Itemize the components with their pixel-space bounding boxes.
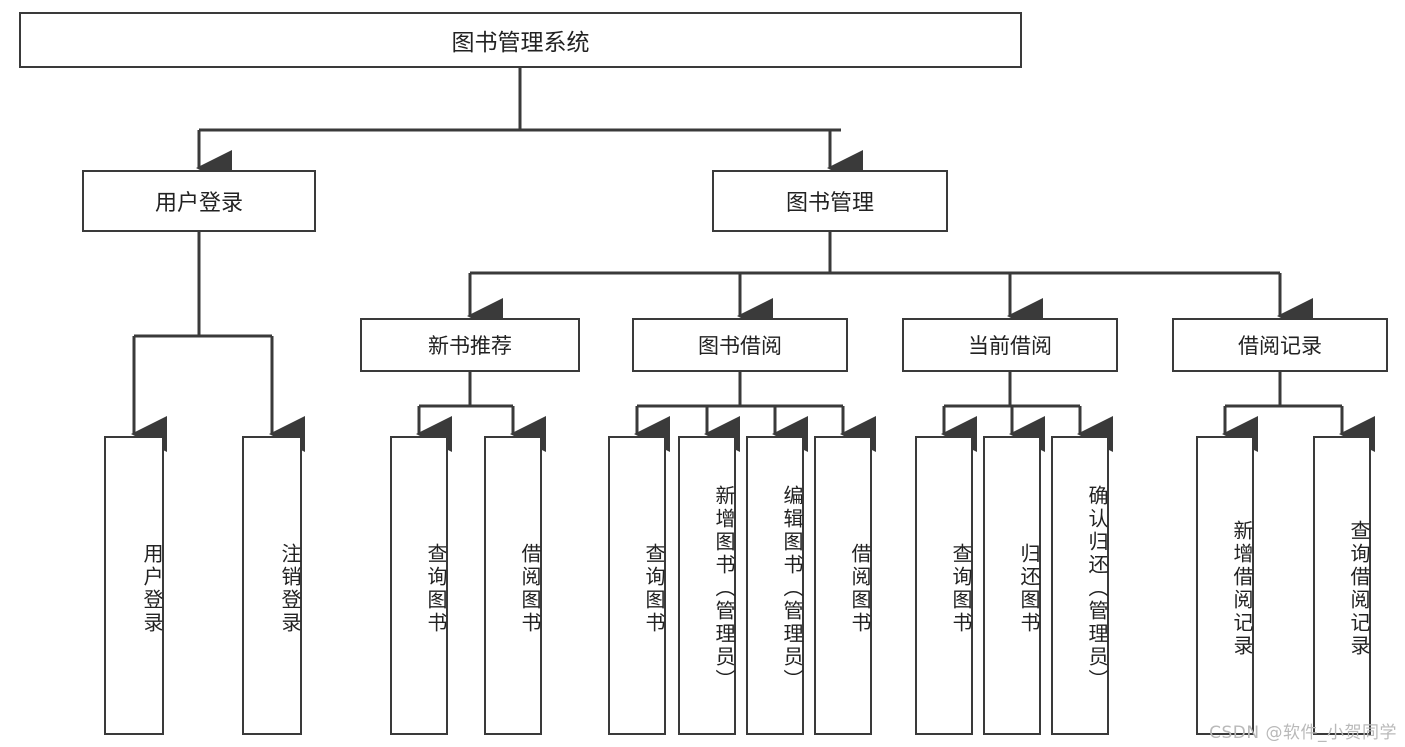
node-leaf-confirm-return[interactable]: 确认归还（管理员）	[1051, 436, 1109, 735]
node-book-manage-label: 图书管理	[785, 191, 874, 216]
node-new-book-rec-label: 新书推荐	[428, 334, 512, 358]
node-leaf-edit-book[interactable]: 编辑图书（管理员）	[746, 436, 804, 735]
node-new-book-rec[interactable]: 新书推荐	[360, 318, 580, 372]
node-book-manage[interactable]: 图书管理	[712, 170, 948, 232]
node-leaf-borrow-book-1[interactable]: 借阅图书	[484, 436, 542, 735]
node-leaf-return-book[interactable]: 归还图书	[983, 436, 1041, 735]
node-leaf-query-book-3[interactable]: 查询图书	[915, 436, 973, 735]
node-leaf-add-record[interactable]: 新增借阅记录	[1196, 436, 1254, 735]
node-current-borrow-label: 当前借阅	[968, 334, 1052, 358]
node-leaf-return-book-label: 归还图书	[1017, 542, 1041, 635]
node-leaf-add-book-label: 新增图书（管理员）	[712, 485, 736, 692]
node-current-borrow[interactable]: 当前借阅	[902, 318, 1118, 372]
node-root-label: 图书管理系统	[451, 30, 590, 56]
node-leaf-edit-book-label: 编辑图书（管理员）	[780, 485, 804, 692]
node-leaf-confirm-return-label: 确认归还（管理员）	[1085, 485, 1109, 692]
node-leaf-query-book-1-label: 查询图书	[424, 542, 448, 635]
node-leaf-query-book-3-label: 查询图书	[949, 542, 973, 635]
node-leaf-add-book[interactable]: 新增图书（管理员）	[678, 436, 736, 735]
node-user-login-label: 用户登录	[154, 191, 243, 216]
node-leaf-user-login[interactable]: 用户登录	[104, 436, 164, 735]
node-leaf-add-record-label: 新增借阅记录	[1230, 519, 1254, 658]
node-leaf-query-book-2[interactable]: 查询图书	[608, 436, 666, 735]
node-leaf-borrow-book-1-label: 借阅图书	[518, 542, 542, 635]
node-borrow-record[interactable]: 借阅记录	[1172, 318, 1388, 372]
node-root[interactable]: 图书管理系统	[19, 12, 1022, 68]
node-book-borrow[interactable]: 图书借阅	[632, 318, 848, 372]
node-leaf-logout[interactable]: 注销登录	[242, 436, 302, 735]
node-leaf-query-record[interactable]: 查询借阅记录	[1313, 436, 1371, 735]
node-book-borrow-label: 图书借阅	[698, 334, 782, 358]
node-leaf-user-login-label: 用户登录	[140, 542, 164, 635]
node-leaf-logout-label: 注销登录	[278, 542, 302, 635]
node-leaf-query-record-label: 查询借阅记录	[1347, 519, 1371, 658]
node-borrow-record-label: 借阅记录	[1238, 334, 1322, 358]
node-leaf-query-book-1[interactable]: 查询图书	[390, 436, 448, 735]
node-leaf-borrow-book-2-label: 借阅图书	[848, 542, 872, 635]
node-leaf-borrow-book-2[interactable]: 借阅图书	[814, 436, 872, 735]
node-user-login[interactable]: 用户登录	[82, 170, 316, 232]
node-leaf-query-book-2-label: 查询图书	[642, 542, 666, 635]
